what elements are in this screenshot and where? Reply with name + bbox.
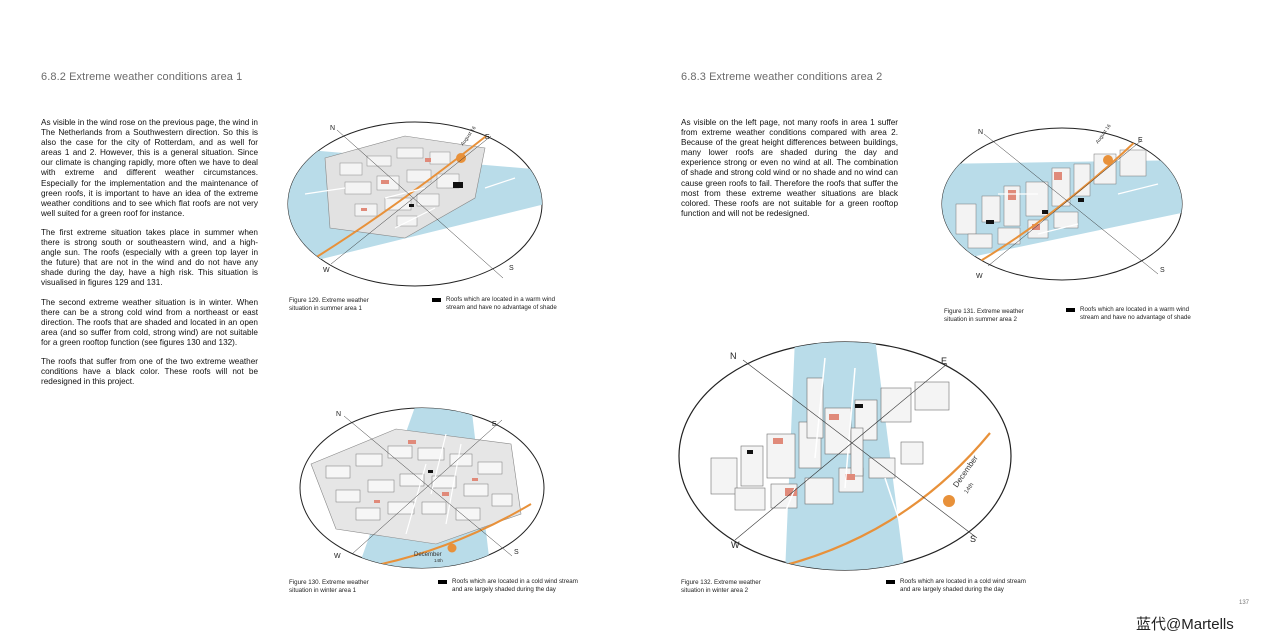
figure-132-legend: Roofs which are located in a cold wind s… [886,578,1076,596]
caption-line: situation in winter area 1 [289,587,357,594]
compass-e-label: E [1138,137,1143,144]
sun-icon [943,495,955,507]
figure-131-legend: Roofs which are located in a warm wind s… [1066,306,1246,324]
watermark: 蓝代@Martells [1136,616,1234,633]
compass-s-label: S [509,265,514,272]
compass-e-label: E [941,356,947,366]
black-roof-swatch [886,580,895,584]
compass-w-label: W [334,553,341,560]
sun-day-label: 14th [964,482,976,495]
figure-130-legend: Roofs which are located in a cold wind s… [438,578,628,596]
figure-132-map: December 14th N E S W [678,341,1012,571]
figure-129-legend: Roofs which are located in a warm wind s… [432,296,612,314]
compass-n-label: N [336,411,341,418]
paragraph: The second extreme weather situation is … [41,297,258,347]
caption-line: Figure 131. Extreme weather [944,308,1024,315]
section-heading-left: 6.8.2 Extreme weather conditions area 1 [41,71,243,83]
body-text-right: As visible on the left page, not many ro… [681,118,898,228]
paragraph: As visible on the left page, not many ro… [681,118,898,218]
legend-line: Roofs which are located in a cold wind s… [900,578,1026,585]
figure-130-map: December 14th N E S W [299,407,545,569]
paragraph: As visible in the wind rose on the previ… [41,118,258,218]
compass-s-label: S [970,534,976,544]
figure-130-caption: Figure 130. Extreme weather situation in… [289,579,369,595]
compass-w-label: W [976,273,983,280]
section-heading-right: 6.8.3 Extreme weather conditions area 2 [681,71,883,83]
compass-n-label: N [730,351,737,361]
figure-131-caption: Figure 131. Extreme weather situation in… [944,308,1024,324]
compass-s-label: S [1160,267,1165,274]
sun-icon [456,153,466,163]
paragraph: The roofs that suffer from one of the tw… [41,356,258,387]
caption-line: situation in winter area 2 [681,587,749,594]
paragraph: The first extreme situation takes place … [41,227,258,288]
black-roof-swatch [438,580,447,584]
compass-e-label: E [485,134,490,141]
black-roof-swatch [432,298,441,302]
legend-line: stream and have no advantage of shade [446,304,557,311]
sun-month-label: December [414,552,442,558]
compass-n-label: N [330,125,335,132]
compass-w-label: W [323,267,330,274]
legend-line: and are largely shaded during the day [900,586,1004,593]
figure-129-caption: Figure 129. Extreme weather situation in… [289,297,369,313]
sun-icon [447,543,457,553]
page-number: 137 [1239,600,1250,606]
black-roof-swatch [1066,308,1075,312]
figure-131-map: August 16 N E S W [941,124,1183,281]
caption-line: situation in summer area 1 [289,305,362,312]
compass-e-label: E [492,421,497,428]
compass-w-label: W [731,540,740,550]
compass-n-label: N [978,129,983,136]
sun-icon [1103,155,1113,165]
legend-line: Roofs which are located in a warm wind [1080,306,1190,313]
legend-line: stream and have no advantage of shade [1080,314,1191,321]
legend-line: Roofs which are located in a warm wind [446,296,556,303]
figure-132-caption: Figure 132. Extreme weather situation in… [681,579,761,595]
caption-line: Figure 130. Extreme weather [289,579,369,586]
sun-path [314,132,491,259]
compass-s-label: S [514,549,519,556]
figure-129-map: August 16 N E S W [287,121,543,287]
body-text-left: As visible in the wind rose on the previ… [41,118,258,396]
legend-line: and are largely shaded during the day [452,586,556,593]
sun-day-label: 14th [434,558,443,563]
caption-line: situation in summer area 2 [944,316,1017,323]
caption-line: Figure 129. Extreme weather [289,297,369,304]
caption-line: Figure 132. Extreme weather [681,579,761,586]
legend-line: Roofs which are located in a cold wind s… [452,578,578,585]
